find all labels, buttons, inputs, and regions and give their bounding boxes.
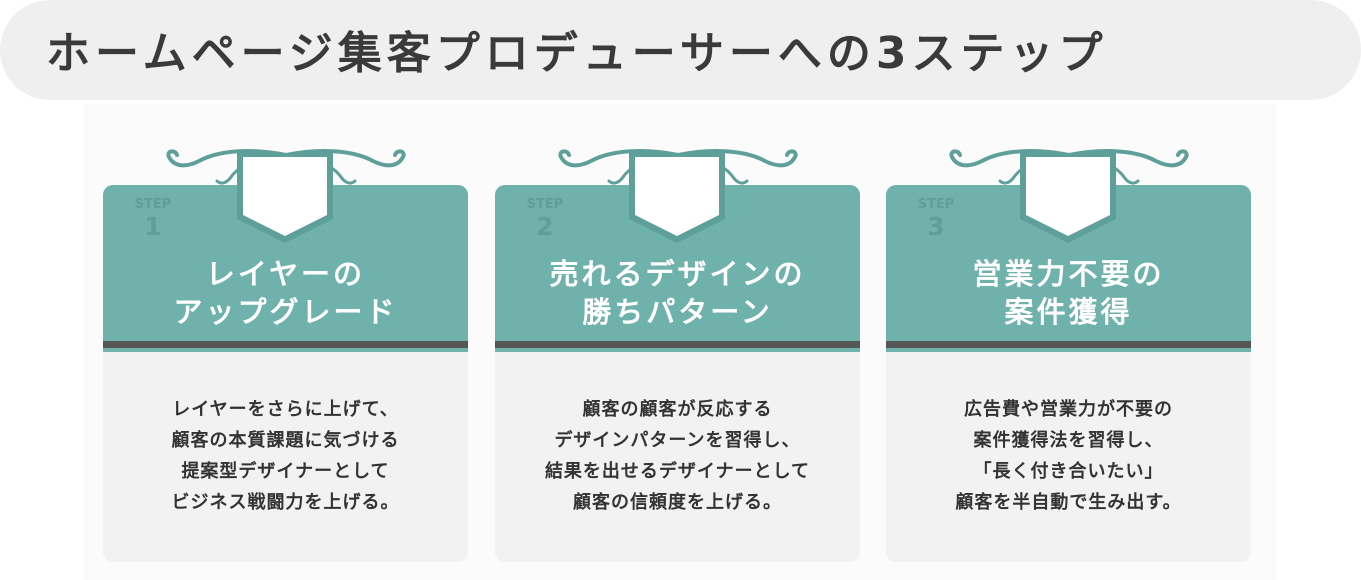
step-description: レイヤーをさらに上げて、 顧客の本質課題に気づける 提案型デザイナーとして ビジ… bbox=[103, 394, 468, 518]
step-badge-icon bbox=[629, 153, 725, 243]
step-number: 2 bbox=[536, 212, 554, 241]
step-heading-line: レイヤーの bbox=[205, 257, 366, 291]
step-description: 広告費や営業力が不要の 案件獲得法を習得し、 「長く付き合いたい」 顧客を半自動… bbox=[886, 394, 1251, 518]
step-description: 顧客の顧客が反応する デザインパターンを習得し、 結果を出せるデザイナーとして … bbox=[495, 394, 860, 518]
step-heading-line: 営業力不要の bbox=[972, 257, 1165, 291]
step-number: 3 bbox=[927, 212, 945, 241]
step-divider bbox=[103, 341, 468, 348]
step-description-line: 顧客の信頼度を上げる。 bbox=[573, 492, 782, 513]
step-heading: レイヤーの アップグレード bbox=[103, 255, 468, 331]
step-heading-line: 勝ちパターン bbox=[582, 295, 773, 329]
step-heading-line: 案件獲得 bbox=[1004, 295, 1133, 329]
step-description-line: 広告費や営業力が不要の bbox=[964, 399, 1173, 420]
step-description-line: 顧客の顧客が反応する bbox=[582, 399, 773, 420]
step-card-body: 顧客の顧客が反応する デザインパターンを習得し、 結果を出せるデザイナーとして … bbox=[495, 352, 860, 562]
step-badge-icon bbox=[1020, 153, 1116, 243]
step-card-body: 広告費や営業力が不要の 案件獲得法を習得し、 「長く付き合いたい」 顧客を半自動… bbox=[886, 352, 1251, 562]
step-card-1: レイヤーの アップグレード レイヤーをさらに上げて、 顧客の本質課題に気づける … bbox=[103, 149, 468, 562]
ribbon-ornament-icon bbox=[166, 149, 406, 185]
step-card-body: レイヤーをさらに上げて、 顧客の本質課題に気づける 提案型デザイナーとして ビジ… bbox=[103, 352, 468, 562]
step-label: STEP bbox=[526, 197, 564, 212]
step-description-line: 顧客を半自動で生み出す。 bbox=[955, 492, 1182, 513]
step-number: 1 bbox=[144, 212, 162, 241]
step-divider bbox=[886, 341, 1251, 348]
step-badge-icon bbox=[237, 153, 333, 243]
step-card-3: 営業力不要の 案件獲得 広告費や営業力が不要の 案件獲得法を習得し、 「長く付き… bbox=[886, 149, 1251, 562]
step-description-line: 「長く付き合いたい」 bbox=[973, 461, 1164, 482]
step-heading: 売れるデザインの 勝ちパターン bbox=[495, 255, 860, 331]
step-description-line: 顧客の本質課題に気づける bbox=[171, 430, 400, 451]
step-description-line: ビジネス戦闘力を上げる。 bbox=[171, 492, 400, 513]
step-card-2: 売れるデザインの 勝ちパターン 顧客の顧客が反応する デザインパターンを習得し、… bbox=[495, 149, 860, 562]
step-description-line: 結果を出せるデザイナーとして bbox=[544, 461, 811, 482]
step-description-line: レイヤーをさらに上げて、 bbox=[172, 399, 399, 420]
step-heading-line: 売れるデザインの bbox=[549, 257, 806, 291]
step-divider bbox=[495, 341, 860, 348]
page-title: ホームページ集客プロデューサーへの3ステップ bbox=[46, 28, 1108, 79]
title-banner: ホームページ集客プロデューサーへの3ステップ bbox=[0, 0, 1361, 100]
step-label: STEP bbox=[917, 197, 955, 212]
step-label: STEP bbox=[134, 197, 172, 212]
step-description-line: デザインパターンを習得し、 bbox=[554, 430, 801, 451]
step-description-line: 案件獲得法を習得し、 bbox=[973, 430, 1164, 451]
step-description-line: 提案型デザイナーとして bbox=[181, 461, 390, 482]
step-heading: 営業力不要の 案件獲得 bbox=[886, 255, 1251, 331]
step-heading-line: アップグレード bbox=[173, 295, 398, 329]
